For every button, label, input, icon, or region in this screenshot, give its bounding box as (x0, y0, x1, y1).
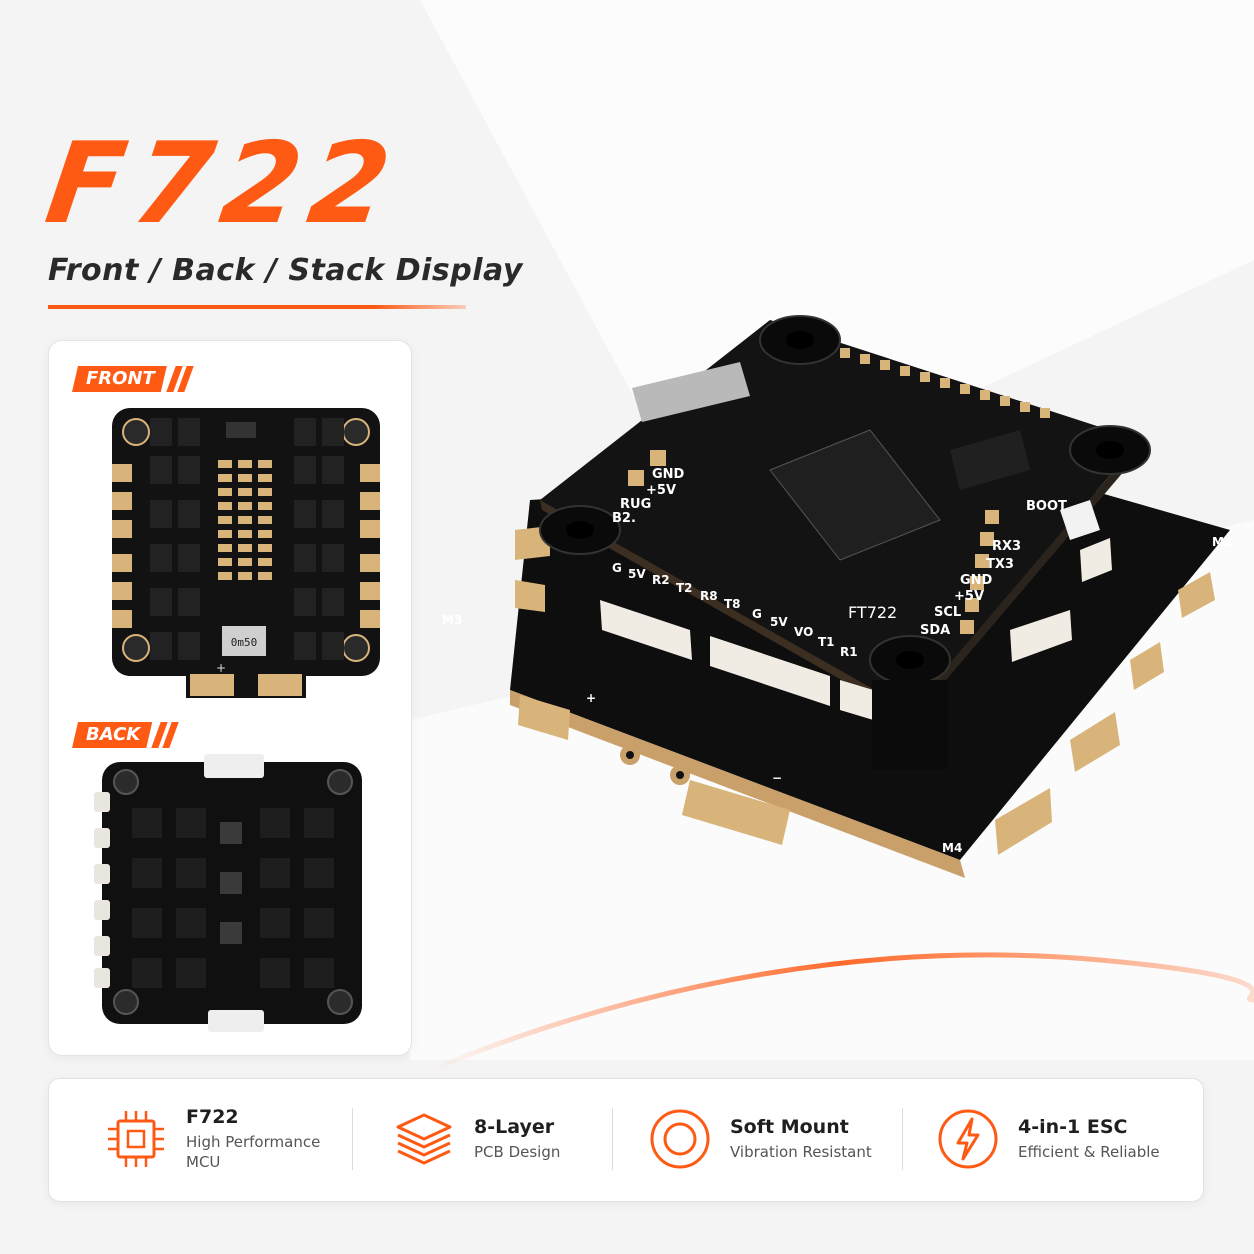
pin-g-1: G (612, 561, 622, 575)
pin-rx3: RX3 (992, 539, 1021, 554)
resistor-label: 0m50 (231, 636, 258, 649)
usb-pin-b2: B2. (612, 511, 636, 526)
boot-label: BOOT (1026, 499, 1067, 514)
layers-icon (396, 1113, 452, 1165)
motor-m2: M2 (1212, 535, 1232, 549)
pin-scl: SCL (934, 605, 961, 620)
feature-divider (352, 1108, 353, 1170)
pin-r8: R8 (700, 589, 718, 603)
front-label: FRONT (72, 366, 167, 392)
page-title: F722 (38, 119, 408, 249)
title-underline (48, 305, 466, 309)
motor-m4: M4 (942, 841, 962, 855)
back-board-image (94, 754, 362, 1032)
feature-esc-title: 4-in-1 ESC (1018, 1116, 1128, 1138)
pin-tx3: TX3 (986, 557, 1014, 572)
brand-label: FT722 (848, 603, 897, 622)
feature-soft-mount-title: Soft Mount (730, 1116, 849, 1138)
stack-board-image: GND +5V RUG B2. G 5V R2 T2 R8 T8 G 5V VO… (442, 315, 1232, 878)
pin-t2: T2 (676, 581, 693, 595)
page-subtitle: Front / Back / Stack Display (48, 253, 523, 288)
feature-mcu-title: F722 (186, 1106, 239, 1128)
stack-plus-label: + (586, 691, 596, 705)
pin-r2: R2 (652, 573, 670, 587)
lightning-icon (938, 1109, 998, 1169)
pin-sda: SDA (920, 623, 950, 638)
pin-t8: T8 (724, 597, 741, 611)
usb-pin-rug: RUG (620, 497, 651, 512)
usb-pin-5v: +5V (646, 483, 676, 498)
feature-mcu: F722 High Performance MCU (104, 1078, 320, 1200)
back-label: BACK (72, 722, 152, 748)
pin-5v-2: 5V (770, 615, 788, 629)
front-tag: FRONT (72, 366, 194, 392)
pin-plus5v: +5V (954, 589, 984, 604)
front-plus-label: + (216, 661, 226, 675)
feature-esc-subtitle: Efficient & Reliable (1018, 1143, 1160, 1161)
feature-layers: 8-Layer PCB Design (392, 1078, 560, 1200)
pin-g-2: G (752, 607, 762, 621)
front-board-image: 0m50 + (112, 408, 380, 698)
pin-vo: VO (794, 625, 813, 639)
feature-soft-mount-subtitle: Vibration Resistant (730, 1143, 872, 1161)
pin-t1: T1 (818, 635, 835, 649)
chip-icon (108, 1111, 164, 1167)
pin-gnd: GND (960, 573, 993, 588)
soft-mount-icon (650, 1109, 710, 1169)
feature-mcu-subtitle-2: MCU (186, 1153, 221, 1171)
feature-soft-mount: Soft Mount Vibration Resistant (648, 1078, 872, 1200)
feature-esc: 4-in-1 ESC Efficient & Reliable (936, 1078, 1160, 1200)
feature-divider (612, 1108, 613, 1170)
stack-minus-label: − (772, 771, 782, 785)
feature-layers-title: 8-Layer (474, 1116, 555, 1138)
feature-layers-subtitle: PCB Design (474, 1143, 561, 1161)
pin-5v-1: 5V (628, 567, 646, 581)
pin-r1: R1 (840, 645, 858, 659)
feature-mcu-subtitle-1: High Performance (186, 1133, 321, 1151)
feature-divider (902, 1108, 903, 1170)
back-tag: BACK (72, 722, 179, 748)
motor-m3: M3 (442, 613, 462, 627)
usb-pin-gnd: GND (652, 467, 685, 482)
feature-bar (48, 1078, 1204, 1202)
